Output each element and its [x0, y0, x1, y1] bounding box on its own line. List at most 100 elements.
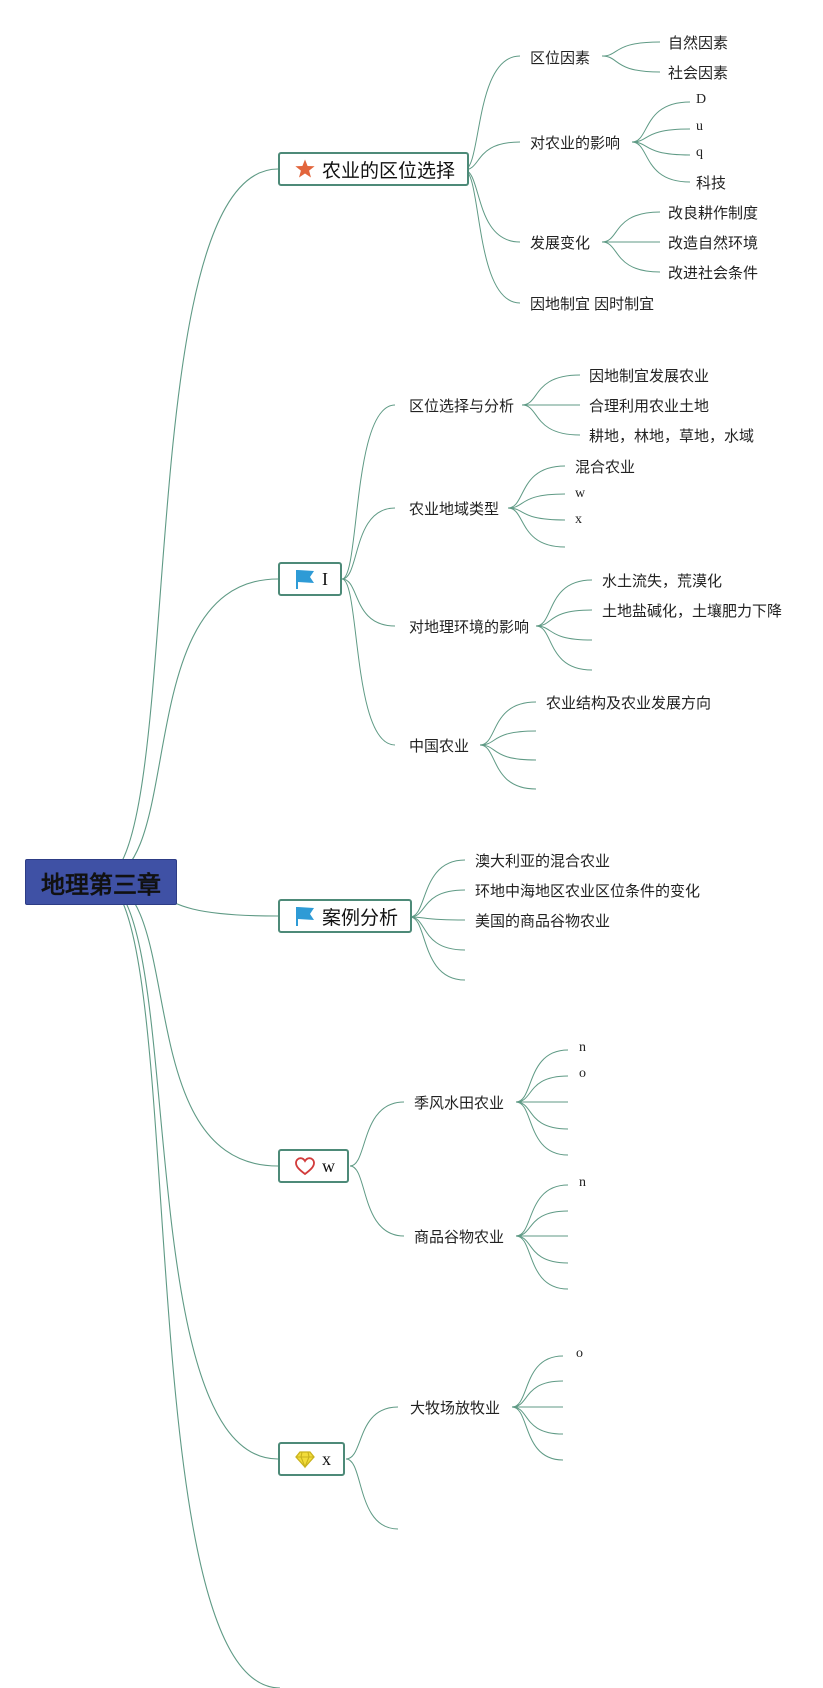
leaf-0-1-2[interactable]: q: [696, 145, 703, 160]
connector-b1-s0-0: [521, 374, 581, 406]
leaf-4-0-0[interactable]: o: [576, 1346, 583, 1361]
subtopic-3-1[interactable]: 商品谷物农业: [414, 1229, 505, 1246]
connector-b1-s1-3: [507, 507, 566, 548]
subtopic-4-0[interactable]: 大牧场放牧业: [410, 1400, 501, 1417]
leaf-2-2[interactable]: 美国的商品谷物农业: [475, 913, 611, 930]
flag-icon: [294, 905, 316, 927]
branch-topic-4[interactable]: x: [278, 1442, 345, 1476]
connector-b1-s0-2: [521, 404, 581, 436]
branch-label-0: 农业的区位选择: [322, 160, 456, 182]
branch-label-3: w: [322, 1155, 335, 1176]
subtopic-1-3[interactable]: 中国农业: [409, 738, 470, 755]
leaf-3-0-1[interactable]: o: [579, 1066, 586, 1081]
connector-b0-s2-0: [601, 211, 661, 243]
leaf-0-2-2[interactable]: 改进社会条件: [668, 265, 759, 282]
connector-b0-3: [463, 169, 521, 304]
connector-b0-s1-3: [631, 141, 691, 183]
connector-b1-s1-2: [507, 507, 566, 521]
diamond-icon: [294, 1448, 316, 1470]
connector-b3-s0-3: [515, 1101, 569, 1130]
leaf-0-1-0[interactable]: D: [696, 92, 707, 107]
subtopic-0-1[interactable]: 对农业的影响: [530, 135, 621, 152]
subtopic-0-2[interactable]: 发展变化: [530, 235, 591, 252]
connector-b3-s0-4: [515, 1101, 569, 1156]
connector-b4-s0-3: [511, 1406, 564, 1435]
branch-topic-3[interactable]: w: [278, 1149, 349, 1183]
leaf-1-0-2[interactable]: 耕地，林地，草地，水域: [589, 428, 755, 445]
leaf-3-0-0[interactable]: n: [579, 1040, 586, 1055]
leaf-1-0-0[interactable]: 因地制宜发展农业: [589, 368, 710, 385]
connector-b3-s1-1: [515, 1210, 569, 1237]
connector-b4-s0-4: [511, 1406, 564, 1461]
leaf-1-2-0[interactable]: 水土流失，荒漠化: [602, 573, 723, 590]
connector-b0-0: [463, 55, 521, 171]
subtopic-1-2[interactable]: 对地理环境的影响: [409, 619, 530, 636]
connector-root-branch-1: [99, 578, 279, 881]
root-topic[interactable]: 地理第三章: [25, 859, 177, 905]
connector-b1-0: [341, 404, 396, 580]
connector-b1-2: [341, 578, 396, 627]
subtopic-3-0[interactable]: 季风水田农业: [414, 1095, 505, 1112]
branch-topic-2[interactable]: 案例分析: [278, 899, 413, 933]
connector-b2-1: [409, 889, 466, 918]
branch-topic-1[interactable]: I: [278, 562, 342, 596]
connector-b3-s0-0: [515, 1049, 569, 1103]
connector-b3-0: [349, 1101, 405, 1167]
connector-b1-s2-0: [535, 579, 593, 627]
connector-b3-1: [349, 1165, 405, 1237]
leaf-1-3-0[interactable]: 农业结构及农业发展方向: [546, 695, 712, 712]
connector-root-branch-0: [99, 168, 279, 881]
connector-b2-2: [409, 916, 466, 921]
leaf-0-0-1[interactable]: 社会因素: [668, 65, 729, 82]
connector-b2-3: [409, 916, 466, 951]
branch-label-1: I: [322, 568, 328, 589]
subtopic-1-1[interactable]: 农业地域类型: [409, 501, 500, 518]
branch-label-4: x: [322, 1448, 331, 1469]
connector-b1-s2-3: [535, 625, 593, 671]
leaf-1-2-1[interactable]: 土地盐碱化，土壤肥力下降: [602, 603, 783, 620]
leaf-1-0-1[interactable]: 合理利用农业土地: [589, 398, 710, 415]
connector-b3-s1-4: [515, 1235, 569, 1290]
connector-b1-s3-3: [479, 744, 537, 790]
connector-b1-1: [341, 507, 396, 580]
leaf-1-1-0[interactable]: 混合农业: [575, 459, 636, 476]
connector-b3-s0-1: [515, 1075, 569, 1103]
connector-b0-s0-0: [601, 41, 661, 57]
connector-root-branch-5: [99, 879, 281, 1688]
connector-root-branch-3: [99, 879, 279, 1167]
leaf-0-1-1[interactable]: u: [696, 119, 703, 134]
connector-b1-s3-1: [479, 730, 537, 746]
subtopic-1-0[interactable]: 区位选择与分析: [409, 398, 515, 415]
connector-b1-s1-1: [507, 493, 566, 509]
connector-b0-2: [463, 169, 521, 243]
connector-b3-s1-0: [515, 1184, 569, 1237]
leaf-0-2-0[interactable]: 改良耕作制度: [668, 205, 759, 222]
subtopic-0-0[interactable]: 区位因素: [530, 50, 591, 67]
leaf-2-0[interactable]: 澳大利亚的混合农业: [475, 853, 611, 870]
connector-b1-s3-0: [479, 701, 537, 746]
connector-b1-s1-0: [507, 465, 566, 509]
connector-b1-3: [341, 578, 396, 746]
leaf-3-1-0[interactable]: n: [579, 1175, 586, 1190]
leaf-0-0-0[interactable]: 自然因素: [668, 35, 729, 52]
branch-topic-0[interactable]: 农业的区位选择: [278, 152, 470, 186]
subtopic-0-3[interactable]: 因地制宜 因时制宜: [530, 296, 655, 313]
flag-icon: [294, 568, 316, 590]
connector-b1-s2-1: [535, 609, 593, 627]
star-icon: [294, 158, 316, 180]
connector-b1-s3-2: [479, 744, 537, 761]
connector-b0-s0-1: [601, 55, 661, 73]
connector-b0-s1-1: [631, 128, 691, 143]
connector-b2-0: [409, 859, 466, 918]
leaf-1-1-2[interactable]: x: [575, 512, 582, 527]
connector-b4-1: [345, 1458, 399, 1530]
connector-b3-s1-3: [515, 1235, 569, 1264]
connector-b0-s2-2: [601, 241, 661, 273]
leaf-0-2-1[interactable]: 改造自然环境: [668, 235, 759, 252]
leaf-0-1-3[interactable]: 科技: [696, 175, 727, 192]
connector-b2-4: [409, 916, 466, 981]
connector-b1-s2-2: [535, 625, 593, 641]
leaf-1-1-1[interactable]: w: [575, 486, 586, 501]
leaf-2-1[interactable]: 环地中海地区农业区位条件的变化: [475, 883, 701, 900]
